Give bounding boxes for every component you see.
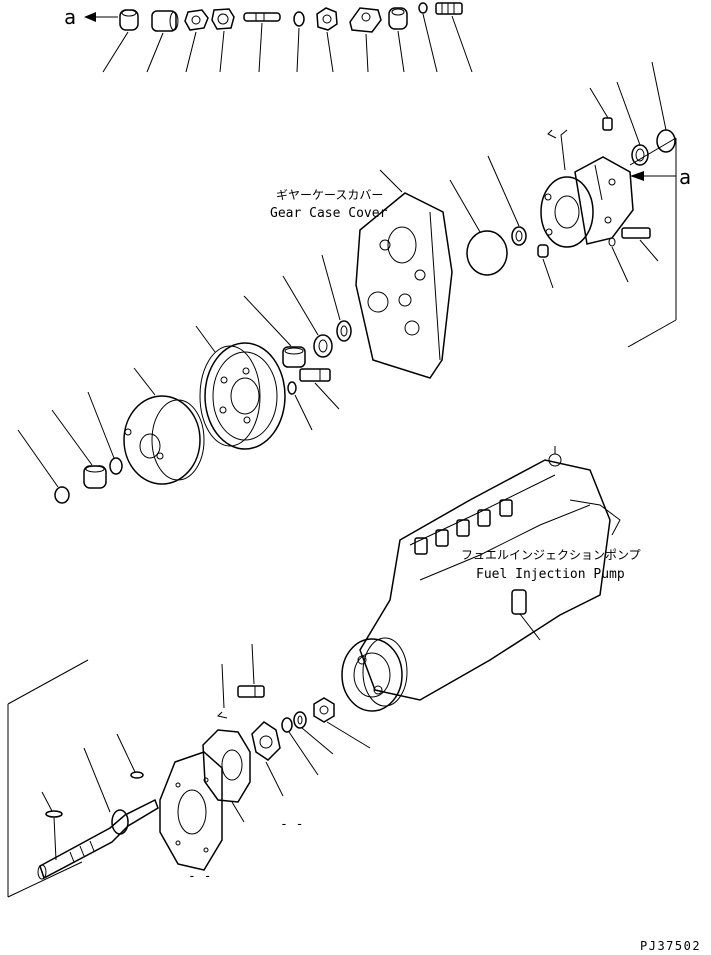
part-seal-right [487, 155, 527, 246]
part-cap-top [102, 9, 139, 73]
part-nut-top-2 [211, 8, 235, 73]
right-housing-group: a [449, 61, 691, 348]
part-washer-lower-right [608, 237, 629, 283]
part-sleeve-left [51, 409, 107, 489]
part-plug-lower-right [537, 244, 554, 289]
callout-arrow-right-icon [630, 171, 676, 181]
part-bolt-mid [299, 368, 340, 410]
part-nut-top-1 [184, 9, 209, 73]
part-bolt-lower-right [621, 227, 659, 262]
part-drum [123, 367, 205, 485]
part-cap-left [17, 429, 70, 504]
part-key-upper [116, 733, 144, 779]
part-gasket-plate [159, 751, 223, 871]
part-washer-small-mid [287, 381, 313, 431]
dash-mark-2: - - [280, 817, 303, 832]
part-bushing-mid [243, 295, 306, 368]
callout-a-left: a [64, 5, 76, 29]
drawing-code: PJ37502 [640, 939, 701, 953]
part-bushing-top [146, 10, 179, 73]
part-bracket-top [349, 7, 382, 73]
part-bolt-top [435, 2, 473, 73]
gear-case-cover [355, 169, 453, 379]
part-spacer-top [388, 7, 408, 73]
part-small-washer-top [418, 2, 438, 73]
part-washer-lower-2 [293, 711, 334, 755]
callout-a-right: a [679, 165, 691, 189]
part-washer-top [293, 11, 305, 73]
top-parts-row: a [64, 2, 473, 73]
part-oring-large [449, 179, 508, 276]
middle-parts-stack [17, 254, 352, 504]
lower-shaft-group: - - - - [7, 643, 371, 898]
part-plug-right [589, 87, 613, 131]
fuel-pump-jp-label: フュエルインジェクションポンプ [461, 548, 641, 562]
part-pin-right [547, 129, 568, 171]
part-bearing-right [616, 81, 649, 166]
part-washer-mid-2 [282, 275, 333, 358]
part-washer-bolt-lower [217, 663, 228, 719]
part-bolt-lower [237, 643, 265, 698]
part-pump-housing [540, 156, 634, 248]
callout-arrow-left-icon [84, 12, 118, 22]
fuel-injection-pump [341, 446, 621, 712]
part-washer-mid-1 [321, 254, 352, 342]
gear-case-cover-en-label: Gear Case Cover [270, 206, 388, 221]
part-flange-top [316, 7, 338, 73]
part-washer-lower-1 [281, 717, 319, 776]
fuel-pump-en-label: Fuel Injection Pump [476, 567, 625, 582]
dash-mark-1: - - [188, 869, 211, 884]
part-coupling-flange [202, 729, 251, 823]
part-key-left [41, 791, 63, 861]
part-nut-lower [251, 721, 284, 797]
gear-case-cover-jp-label: ギヤーケースカバー [276, 188, 383, 202]
part-snap-ring-right [651, 61, 676, 153]
part-washer-left [87, 391, 123, 475]
part-stud-top [243, 12, 281, 73]
part-timing-gear [195, 325, 286, 450]
part-drive-shaft [37, 747, 159, 880]
part-nut-lower-2 [313, 697, 371, 749]
